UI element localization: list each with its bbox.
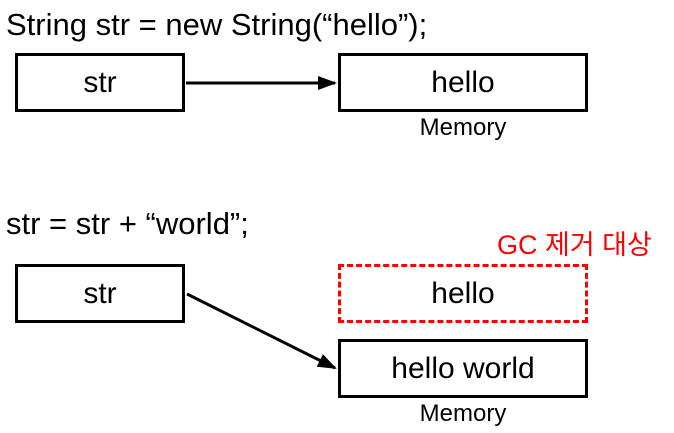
garbage-box-hello-label: hello <box>431 276 495 310</box>
variable-box-str-bottom-label: str <box>83 276 117 310</box>
heap-box-hello: hello <box>338 53 588 112</box>
gc-target-caption: GC 제거 대상 <box>497 230 652 260</box>
variable-box-str-bottom: str <box>15 264 185 323</box>
garbage-box-hello: hello <box>338 264 588 323</box>
memory-label-bottom: Memory <box>419 400 507 427</box>
code-statement-new-string: String str = new String(“hello”); <box>6 7 428 42</box>
heap-box-hello-world-label: hello world <box>391 351 535 385</box>
memory-label-top: Memory <box>419 114 507 141</box>
pointer-arrow-bottom <box>186 292 337 370</box>
heap-box-hello-world: hello world <box>338 339 588 398</box>
code-statement-concat: str = str + “world”; <box>6 206 249 241</box>
heap-box-hello-label: hello <box>431 65 495 99</box>
variable-box-str-top: str <box>15 53 185 112</box>
variable-box-str-top-label: str <box>83 65 117 99</box>
